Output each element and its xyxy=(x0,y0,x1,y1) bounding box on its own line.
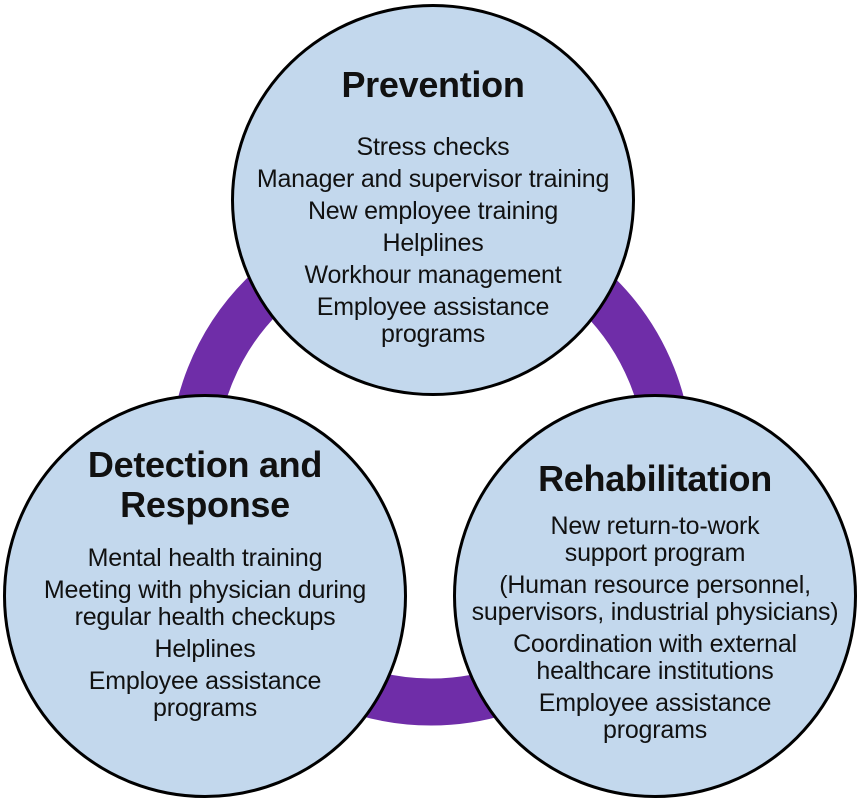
circle-detection-response-title: Detection and Response xyxy=(87,444,323,525)
list-item: Helplines xyxy=(382,229,484,257)
circle-rehabilitation: Rehabilitation New return-to-work suppor… xyxy=(453,394,857,798)
circle-detection-response: Detection and Response Mental health tra… xyxy=(3,394,407,798)
list-item: Coordination with external healthcare in… xyxy=(513,630,797,685)
list-item: Employee assistance programs xyxy=(316,293,550,348)
list-item: Employee assistance programs xyxy=(88,667,322,722)
list-item: Manager and supervisor training xyxy=(256,165,610,193)
circle-prevention-title: Prevention xyxy=(341,64,525,105)
circle-rehabilitation-items: New return-to-work support program(Human… xyxy=(456,513,854,744)
list-item: New return-to-work support program xyxy=(550,512,760,567)
list-item: Meeting with physician during regular he… xyxy=(43,576,367,631)
list-item: Helplines xyxy=(154,635,256,663)
list-item: Workhour management xyxy=(304,261,562,289)
list-item: Mental health training xyxy=(87,544,323,572)
list-item: Employee assistance programs xyxy=(538,689,772,744)
list-item: (Human resource personnel, supervisors, … xyxy=(471,571,839,626)
list-item: Stress checks xyxy=(356,133,510,161)
circle-rehabilitation-title: Rehabilitation xyxy=(538,458,772,499)
list-item: New employee training xyxy=(307,197,559,225)
